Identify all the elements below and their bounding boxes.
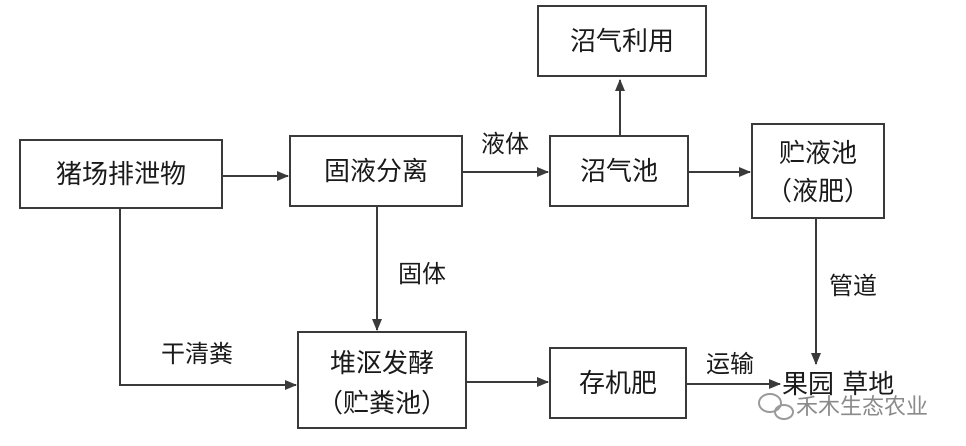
node-digester-label: 沼气池 [580, 157, 658, 187]
watermark: 禾木生态农业 [758, 393, 928, 420]
node-organic-fertilizer-label: 存机肥 [579, 369, 657, 399]
node-biogas-use: 沼气利用 [537, 5, 707, 77]
arrow-pig-to-compost [119, 208, 297, 390]
node-compost-label-line1: 堆沤发酵 [330, 349, 434, 379]
node-destination-label: 果园 草地 [782, 370, 894, 400]
node-storage-tank-label-line2: （液肥） [766, 177, 870, 207]
node-storage-tank-label-line1: 贮液池 [779, 139, 857, 169]
edge-labels: 液体 固体 干清粪 管道 运输 [161, 130, 877, 378]
label-pipeline: 管道 [829, 272, 877, 300]
node-separation: 固液分离 [289, 135, 463, 207]
label-dry-manure: 干清粪 [161, 340, 233, 368]
label-transport: 运输 [706, 350, 754, 378]
node-separation-label: 固液分离 [324, 157, 428, 187]
node-organic-fertilizer: 存机肥 [549, 347, 687, 419]
label-liquid: 液体 [481, 130, 529, 158]
watermark-text: 禾木生态农业 [796, 395, 928, 420]
node-pig-farm: 猪场排泄物 [19, 139, 223, 209]
wechat-icon [758, 393, 794, 420]
node-digester: 沼气池 [549, 135, 689, 207]
node-storage-tank: 贮液池 （液肥） [751, 123, 885, 219]
label-solid: 固体 [398, 260, 446, 288]
node-compost: 堆沤发酵 （贮粪池） [297, 331, 467, 429]
node-biogas-use-label: 沼气利用 [570, 27, 674, 57]
node-compost-label-line2: （贮粪池） [317, 389, 447, 419]
node-pig-farm-label: 猪场排泄物 [56, 160, 186, 190]
edges [119, 79, 821, 390]
